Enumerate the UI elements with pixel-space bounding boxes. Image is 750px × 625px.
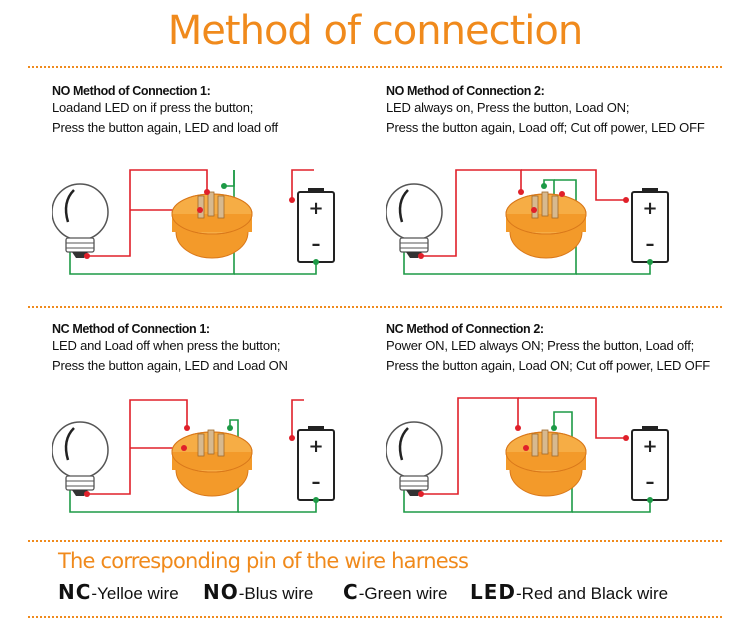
- panel-heading: NC Method of Connection 1:: [52, 322, 210, 336]
- panel-no-method-1: NO Method of Connection 1: Loadand LED o…: [52, 84, 412, 314]
- panel-nc-method-1: NC Method of Connection 1: LED and Load …: [52, 322, 412, 552]
- red-wire: [291, 399, 304, 438]
- switch-icon: [171, 183, 253, 259]
- bulb-icon: [52, 183, 109, 259]
- legend-code: NC: [58, 580, 92, 604]
- legend-item-nc: NC-Yelloe wire: [58, 580, 179, 604]
- middle-divider: [28, 306, 722, 308]
- green-wire: [572, 500, 651, 513]
- battery-plus: +: [642, 198, 657, 219]
- battery-minus: –: [646, 234, 655, 255]
- panel-nc-method-2: NC Method of Connection 2: Power ON, LED…: [386, 322, 746, 552]
- legend-item-led: LED-Red and Black wire: [470, 580, 668, 604]
- red-wire: [421, 397, 519, 495]
- battery-icon: + –: [289, 188, 335, 265]
- legend-item-no: NO-Blus wire: [203, 580, 313, 604]
- bulb-icon: [52, 421, 109, 497]
- bulb-icon: [386, 183, 443, 259]
- switch-icon: [505, 183, 587, 259]
- battery-plus: +: [308, 436, 323, 457]
- wiring-diagram: + –: [386, 169, 669, 275]
- top-divider: [28, 66, 722, 68]
- red-wire: [87, 169, 208, 257]
- battery-icon: + –: [623, 188, 669, 265]
- red-wire: [421, 169, 522, 257]
- switch-icon: [171, 425, 253, 497]
- panel-description-line-1: LED and Load off when press the button;: [52, 338, 281, 353]
- battery-icon: + –: [289, 426, 335, 503]
- legend-desc: -Yelloe wire: [91, 584, 179, 603]
- panel-description-line-2: Press the button again, LED and load off: [52, 120, 278, 135]
- red-wire: [87, 399, 188, 495]
- red-wire: [521, 169, 626, 201]
- battery-minus: –: [312, 234, 321, 255]
- page-title: Method of connection: [167, 8, 583, 54]
- panel-description-line-1: Power ON, LED always ON; Press the butto…: [386, 338, 695, 353]
- legend-desc: -Red and Black wire: [516, 584, 669, 603]
- legend-code: C: [343, 580, 359, 604]
- bulb-icon: [386, 421, 443, 497]
- panel-description-line-2: Press the button again, Load ON; Cut off…: [386, 358, 711, 373]
- wiring-diagram: + –: [386, 397, 669, 513]
- harness-top-divider: [28, 540, 722, 542]
- harness-heading: The corresponding pin of the wire harnes…: [58, 549, 469, 573]
- red-wire: [518, 397, 626, 439]
- red-wire: [291, 169, 314, 200]
- battery-minus: –: [646, 472, 655, 493]
- panel-description-line-2: Press the button again, LED and Load ON: [52, 358, 288, 373]
- panel-heading: NC Method of Connection 2:: [386, 322, 544, 336]
- legend-code: NO: [203, 580, 239, 604]
- wiring-diagram: + –: [52, 399, 335, 513]
- legend-code: LED: [470, 580, 517, 604]
- panel-heading: NO Method of Connection 2:: [386, 84, 545, 98]
- wiring-diagram: + –: [52, 169, 335, 275]
- battery-icon: + –: [623, 426, 669, 503]
- panel-description-line-2: Press the button again, Load off; Cut of…: [386, 120, 705, 135]
- panel-description-line-1: LED always on, Press the button, Load ON…: [386, 100, 630, 115]
- battery-minus: –: [312, 472, 321, 493]
- legend-item-c: C-Green wire: [343, 580, 448, 604]
- battery-plus: +: [308, 198, 323, 219]
- green-wire: [238, 500, 317, 513]
- battery-plus: +: [642, 436, 657, 457]
- legend-desc: -Blus wire: [238, 584, 314, 603]
- switch-icon: [505, 425, 587, 497]
- panel-description-line-1: Loadand LED on if press the button;: [52, 100, 254, 115]
- panel-no-method-2: NO Method of Connection 2: LED always on…: [386, 84, 746, 314]
- bottom-divider: [28, 616, 722, 618]
- green-wire: [576, 262, 651, 275]
- panel-heading: NO Method of Connection 1:: [52, 84, 211, 98]
- legend-desc: -Green wire: [358, 584, 448, 603]
- green-wire: [234, 262, 317, 275]
